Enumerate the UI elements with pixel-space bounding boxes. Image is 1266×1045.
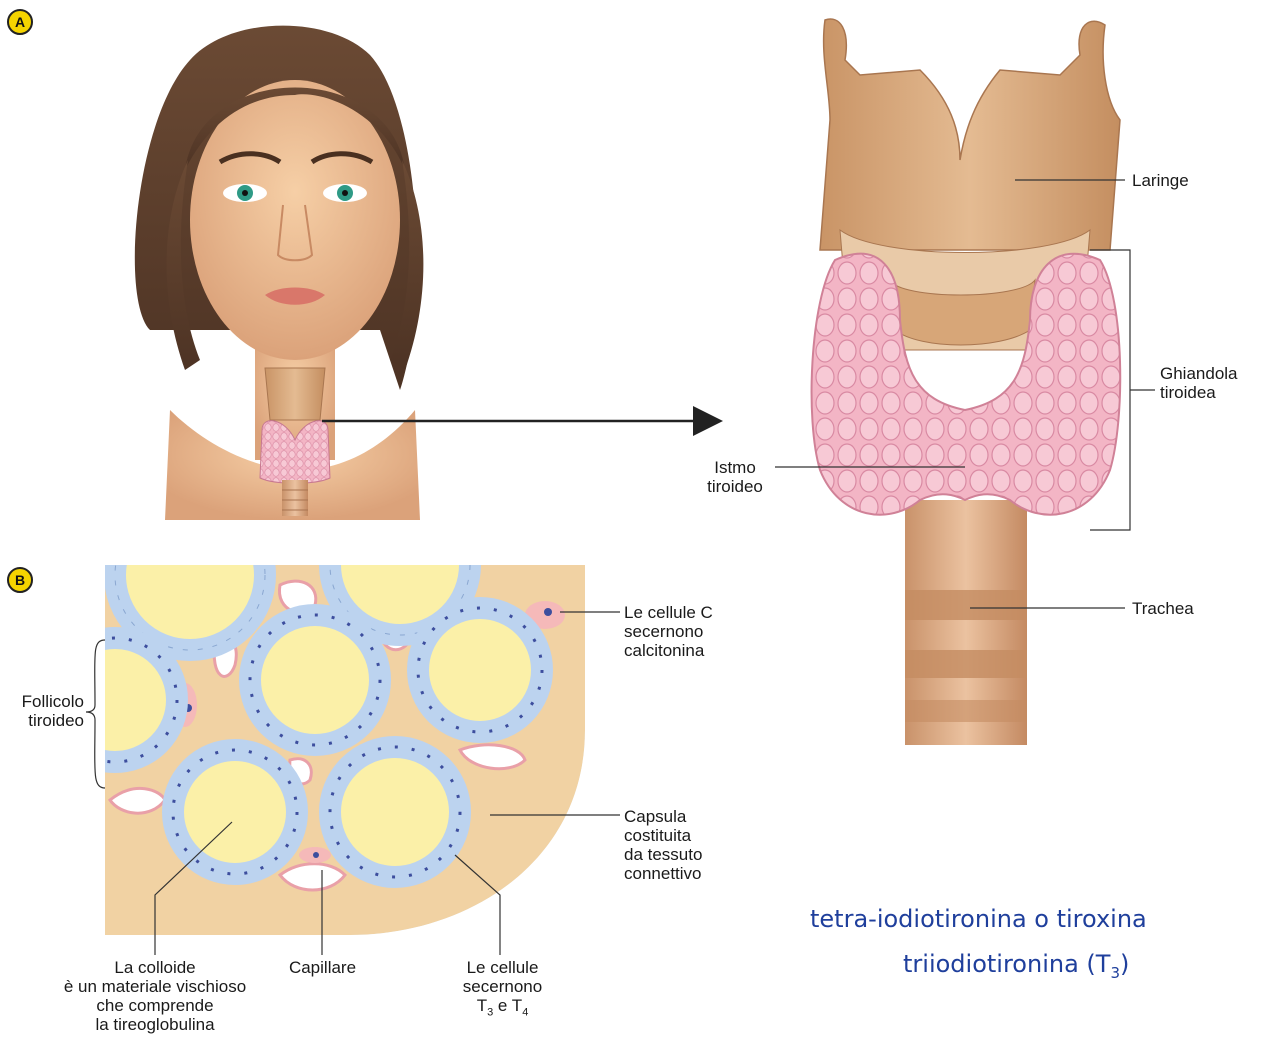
label-colloid: La colloide è un materiale vischioso che… <box>30 958 280 1034</box>
caption-triiodothyronine: triiodiotironina (T3) <box>903 950 1129 982</box>
label-follicular-cells-line1: Le cellule <box>445 958 560 977</box>
hormone-sub-4: 4 <box>522 1006 528 1018</box>
label-colloid-line4: la tireoglobulina <box>30 1015 280 1034</box>
label-isthmus-line2: tiroideo <box>695 477 775 496</box>
label-follicle: Follicolo tiroideo <box>0 692 84 730</box>
label-follicular-cells: Le cellule secernono T3 e T4 <box>445 958 560 1022</box>
caption-t3-sub: 3 <box>1110 964 1120 982</box>
label-follicle-line1: Follicolo <box>0 692 84 711</box>
label-follicle-line2: tiroideo <box>0 711 84 730</box>
label-c-cells-line2: secernono <box>624 622 713 641</box>
label-larynx: Laringe <box>1132 171 1189 190</box>
label-isthmus: Istmo tiroideo <box>695 458 775 496</box>
caption-t3-end: ) <box>1120 950 1129 978</box>
label-colloid-line1: La colloide <box>30 958 280 977</box>
label-thyroid-gland-line1: Ghiandola <box>1160 364 1238 383</box>
label-thyroid-gland-line2: tiroidea <box>1160 383 1238 402</box>
hormone-t-a: T <box>477 996 487 1015</box>
label-colloid-line2: è un materiale vischioso <box>30 977 280 996</box>
label-follicular-cells-line2: secernono <box>445 977 560 996</box>
label-capsule: Capsula costituita da tessuto connettivo <box>624 807 702 883</box>
hormone-conj: e <box>493 996 512 1015</box>
label-follicular-cells-line3: T3 e T4 <box>445 996 560 1022</box>
caption-thyroxine: tetra-iodiotironina o tiroxina <box>810 905 1266 933</box>
label-capillary: Capillare <box>275 958 370 977</box>
label-c-cells-line1: Le cellule C <box>624 603 713 622</box>
follicle-section-illustration <box>53 495 600 940</box>
panel-b-badge: B <box>7 567 33 593</box>
label-trachea: Trachea <box>1132 599 1194 618</box>
label-capsule-line4: connettivo <box>624 864 702 883</box>
label-c-cells-line3: calcitonina <box>624 641 713 660</box>
label-isthmus-line1: Istmo <box>695 458 775 477</box>
label-capsule-line1: Capsula <box>624 807 702 826</box>
thyroid-illustration <box>812 19 1121 745</box>
label-capsule-line2: costituita <box>624 826 702 845</box>
label-colloid-line3: che comprende <box>30 996 280 1015</box>
label-c-cells: Le cellule C secernono calcitonina <box>624 603 713 660</box>
label-capsule-line3: da tessuto <box>624 845 702 864</box>
hormone-t-b: T <box>512 996 522 1015</box>
label-thyroid-gland: Ghiandola tiroidea <box>1160 364 1238 402</box>
caption-t3-main: triiodiotironina (T <box>903 950 1110 978</box>
panel-a-badge: A <box>7 9 33 35</box>
